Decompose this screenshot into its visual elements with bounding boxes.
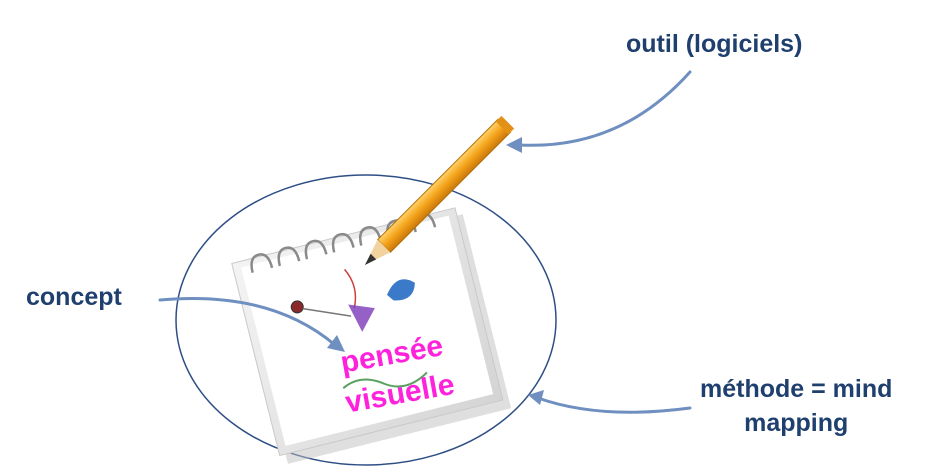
- arrowhead-methode: [528, 390, 544, 405]
- doodle-bird: [386, 279, 415, 301]
- arrowhead-concept: [327, 335, 345, 352]
- label-outil: outil (logiciels): [626, 30, 803, 58]
- doodle-line: [302, 307, 352, 317]
- label-concept: concept: [26, 283, 122, 311]
- doodle-vine: [342, 371, 428, 389]
- method-ellipse: [175, 174, 557, 466]
- notepad-illustration: [231, 207, 512, 464]
- doodle-curve: [344, 268, 357, 309]
- label-methode: méthode = mind mapping: [700, 372, 892, 440]
- pencil-illustration: [364, 115, 515, 266]
- pencil-end: [495, 115, 515, 135]
- doodle-shape: [348, 304, 375, 332]
- arrow-methode: [536, 396, 692, 414]
- arrowhead-outil: [506, 137, 522, 153]
- doodle-dot: [290, 300, 304, 314]
- label-methode-line1: méthode = mind: [700, 375, 893, 403]
- label-methode-line2: mapping: [744, 409, 849, 437]
- pencil-tip-lead: [364, 253, 377, 266]
- arrow-concept: [158, 296, 337, 347]
- notepad-page: [241, 215, 494, 446]
- arrow-outil: [518, 70, 692, 147]
